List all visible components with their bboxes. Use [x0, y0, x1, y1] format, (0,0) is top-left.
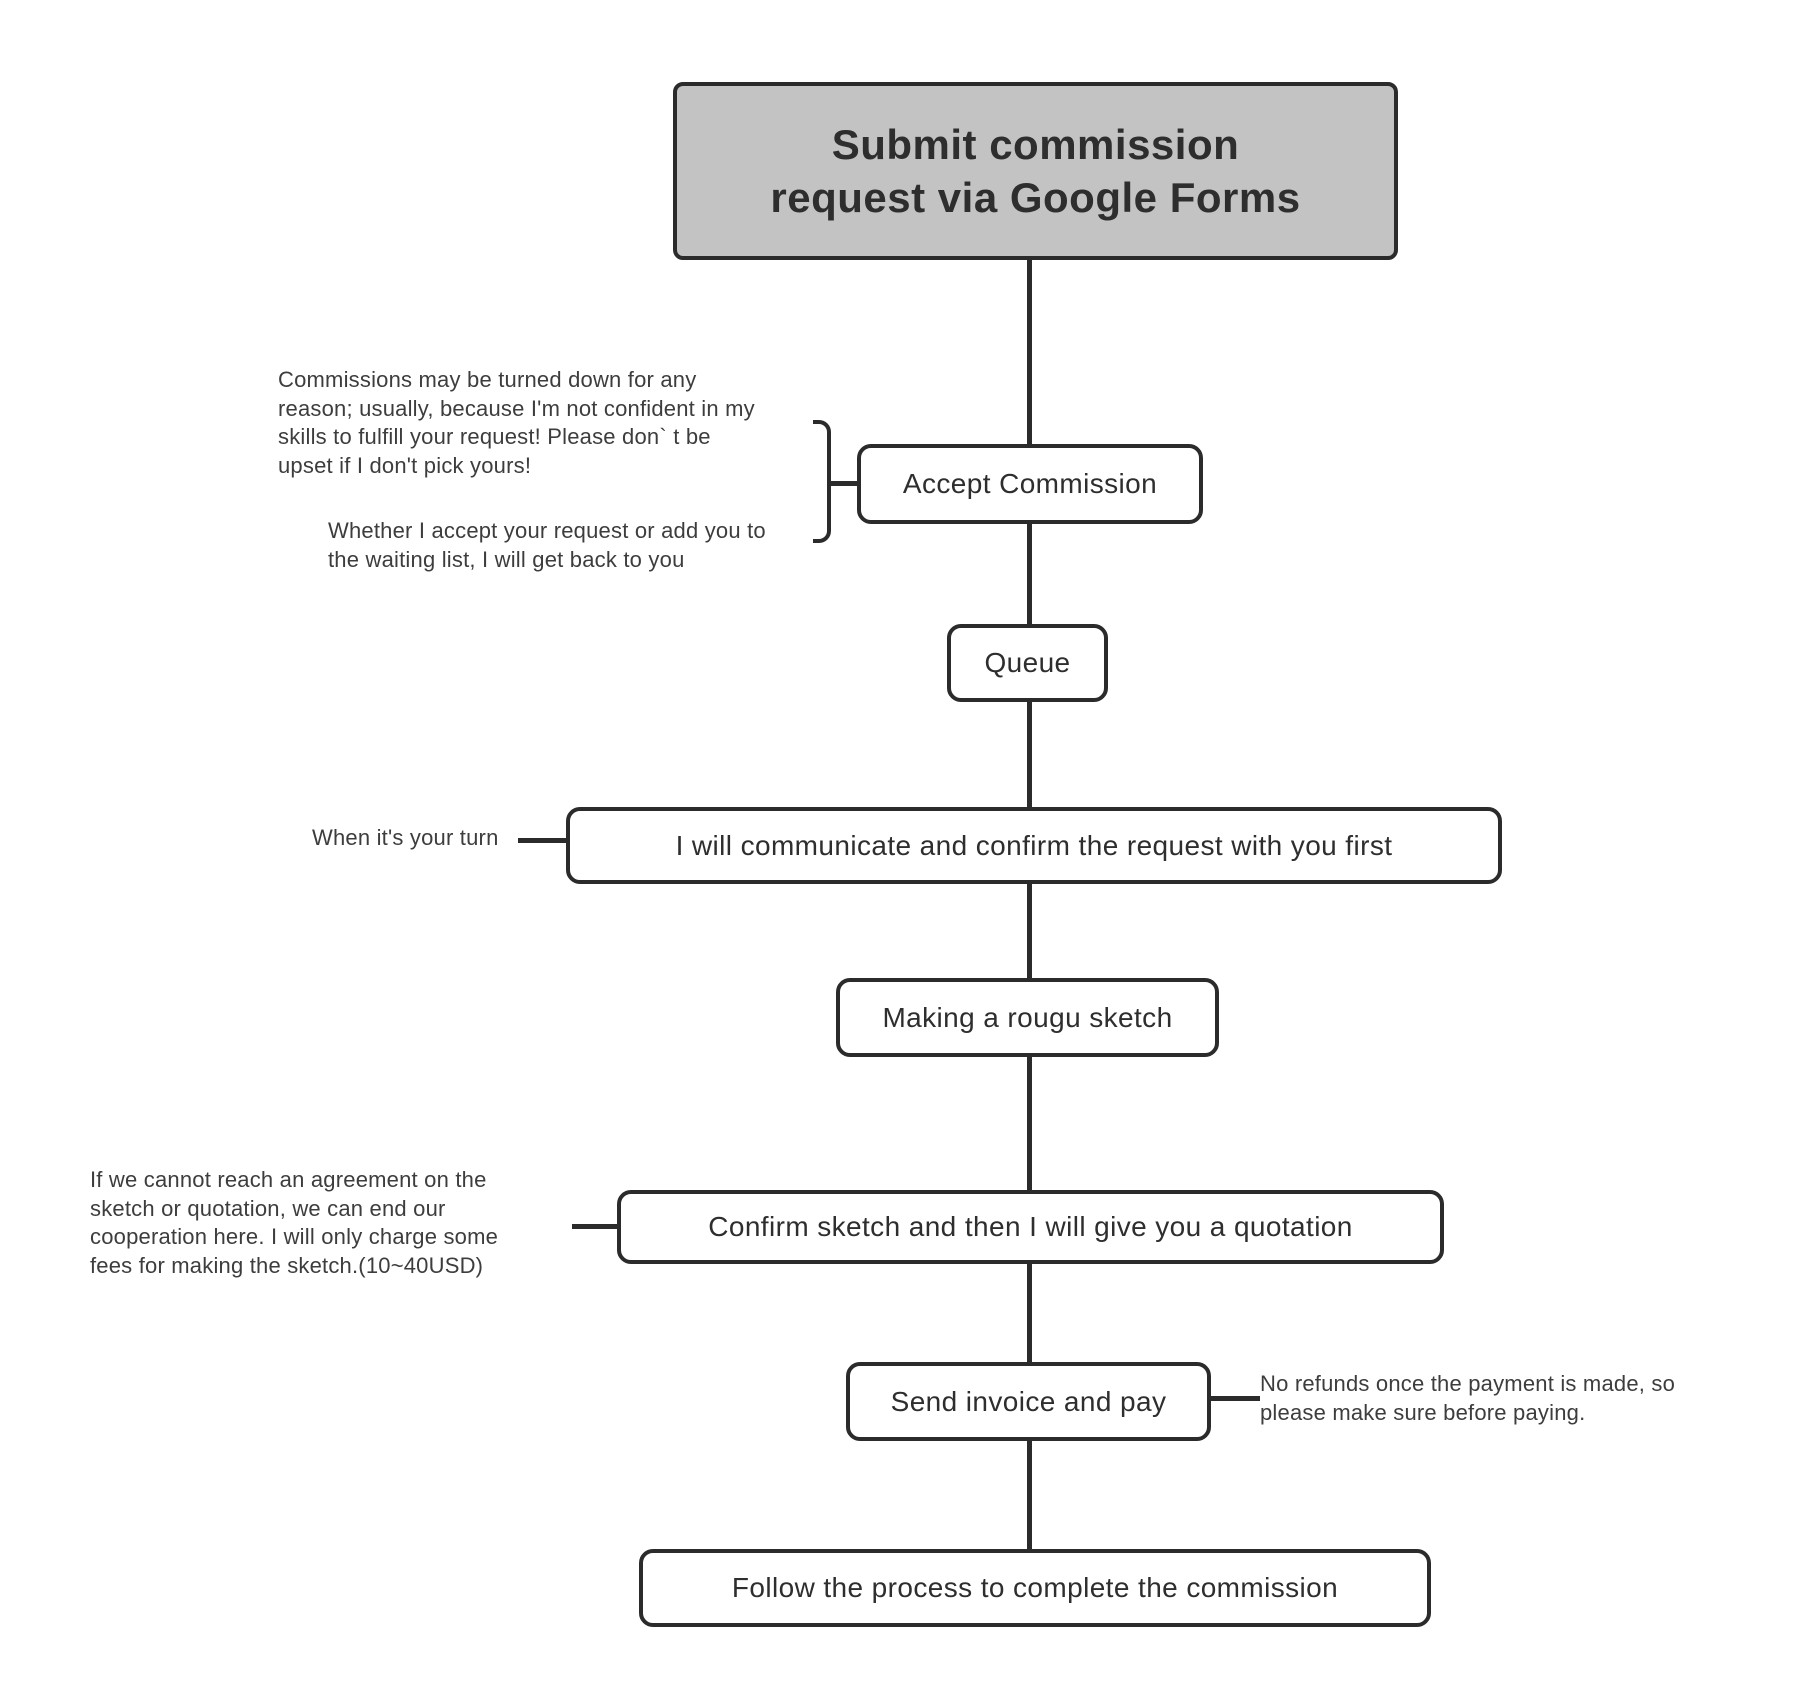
- node-send-invoice: Send invoice and pay: [846, 1362, 1211, 1441]
- node-accept-commission: Accept Commission: [857, 444, 1203, 524]
- node-confirm-sketch-quotation: Confirm sketch and then I will give you …: [617, 1190, 1444, 1264]
- node-making-sketch: Making a rougu sketch: [836, 978, 1219, 1057]
- annotation-get-back: Whether I accept your request or add you…: [328, 518, 766, 572]
- annotation-agreement: If we cannot reach an agreement on the s…: [90, 1167, 499, 1278]
- bracket-to-accept-connector: [830, 481, 860, 486]
- annotation-no-refunds: No refunds once the payment is made, so …: [1260, 1371, 1676, 1425]
- annotation-your-turn: When it's your turn: [312, 825, 499, 850]
- agreement-connector: [572, 1224, 621, 1229]
- node-queue: Queue: [947, 624, 1108, 702]
- node-complete-commission: Follow the process to complete the commi…: [639, 1549, 1431, 1627]
- annotation-bracket: [813, 420, 831, 543]
- node-submit-request: Submit commission request via Google For…: [673, 82, 1398, 260]
- annotation-turned-down: Commissions may be turned down for any r…: [278, 367, 755, 478]
- your-turn-connector: [518, 838, 570, 843]
- no-refunds-connector: [1208, 1396, 1260, 1401]
- flow-connector-spine: [1027, 255, 1032, 1555]
- node-communicate-confirm: I will communicate and confirm the reque…: [566, 807, 1502, 884]
